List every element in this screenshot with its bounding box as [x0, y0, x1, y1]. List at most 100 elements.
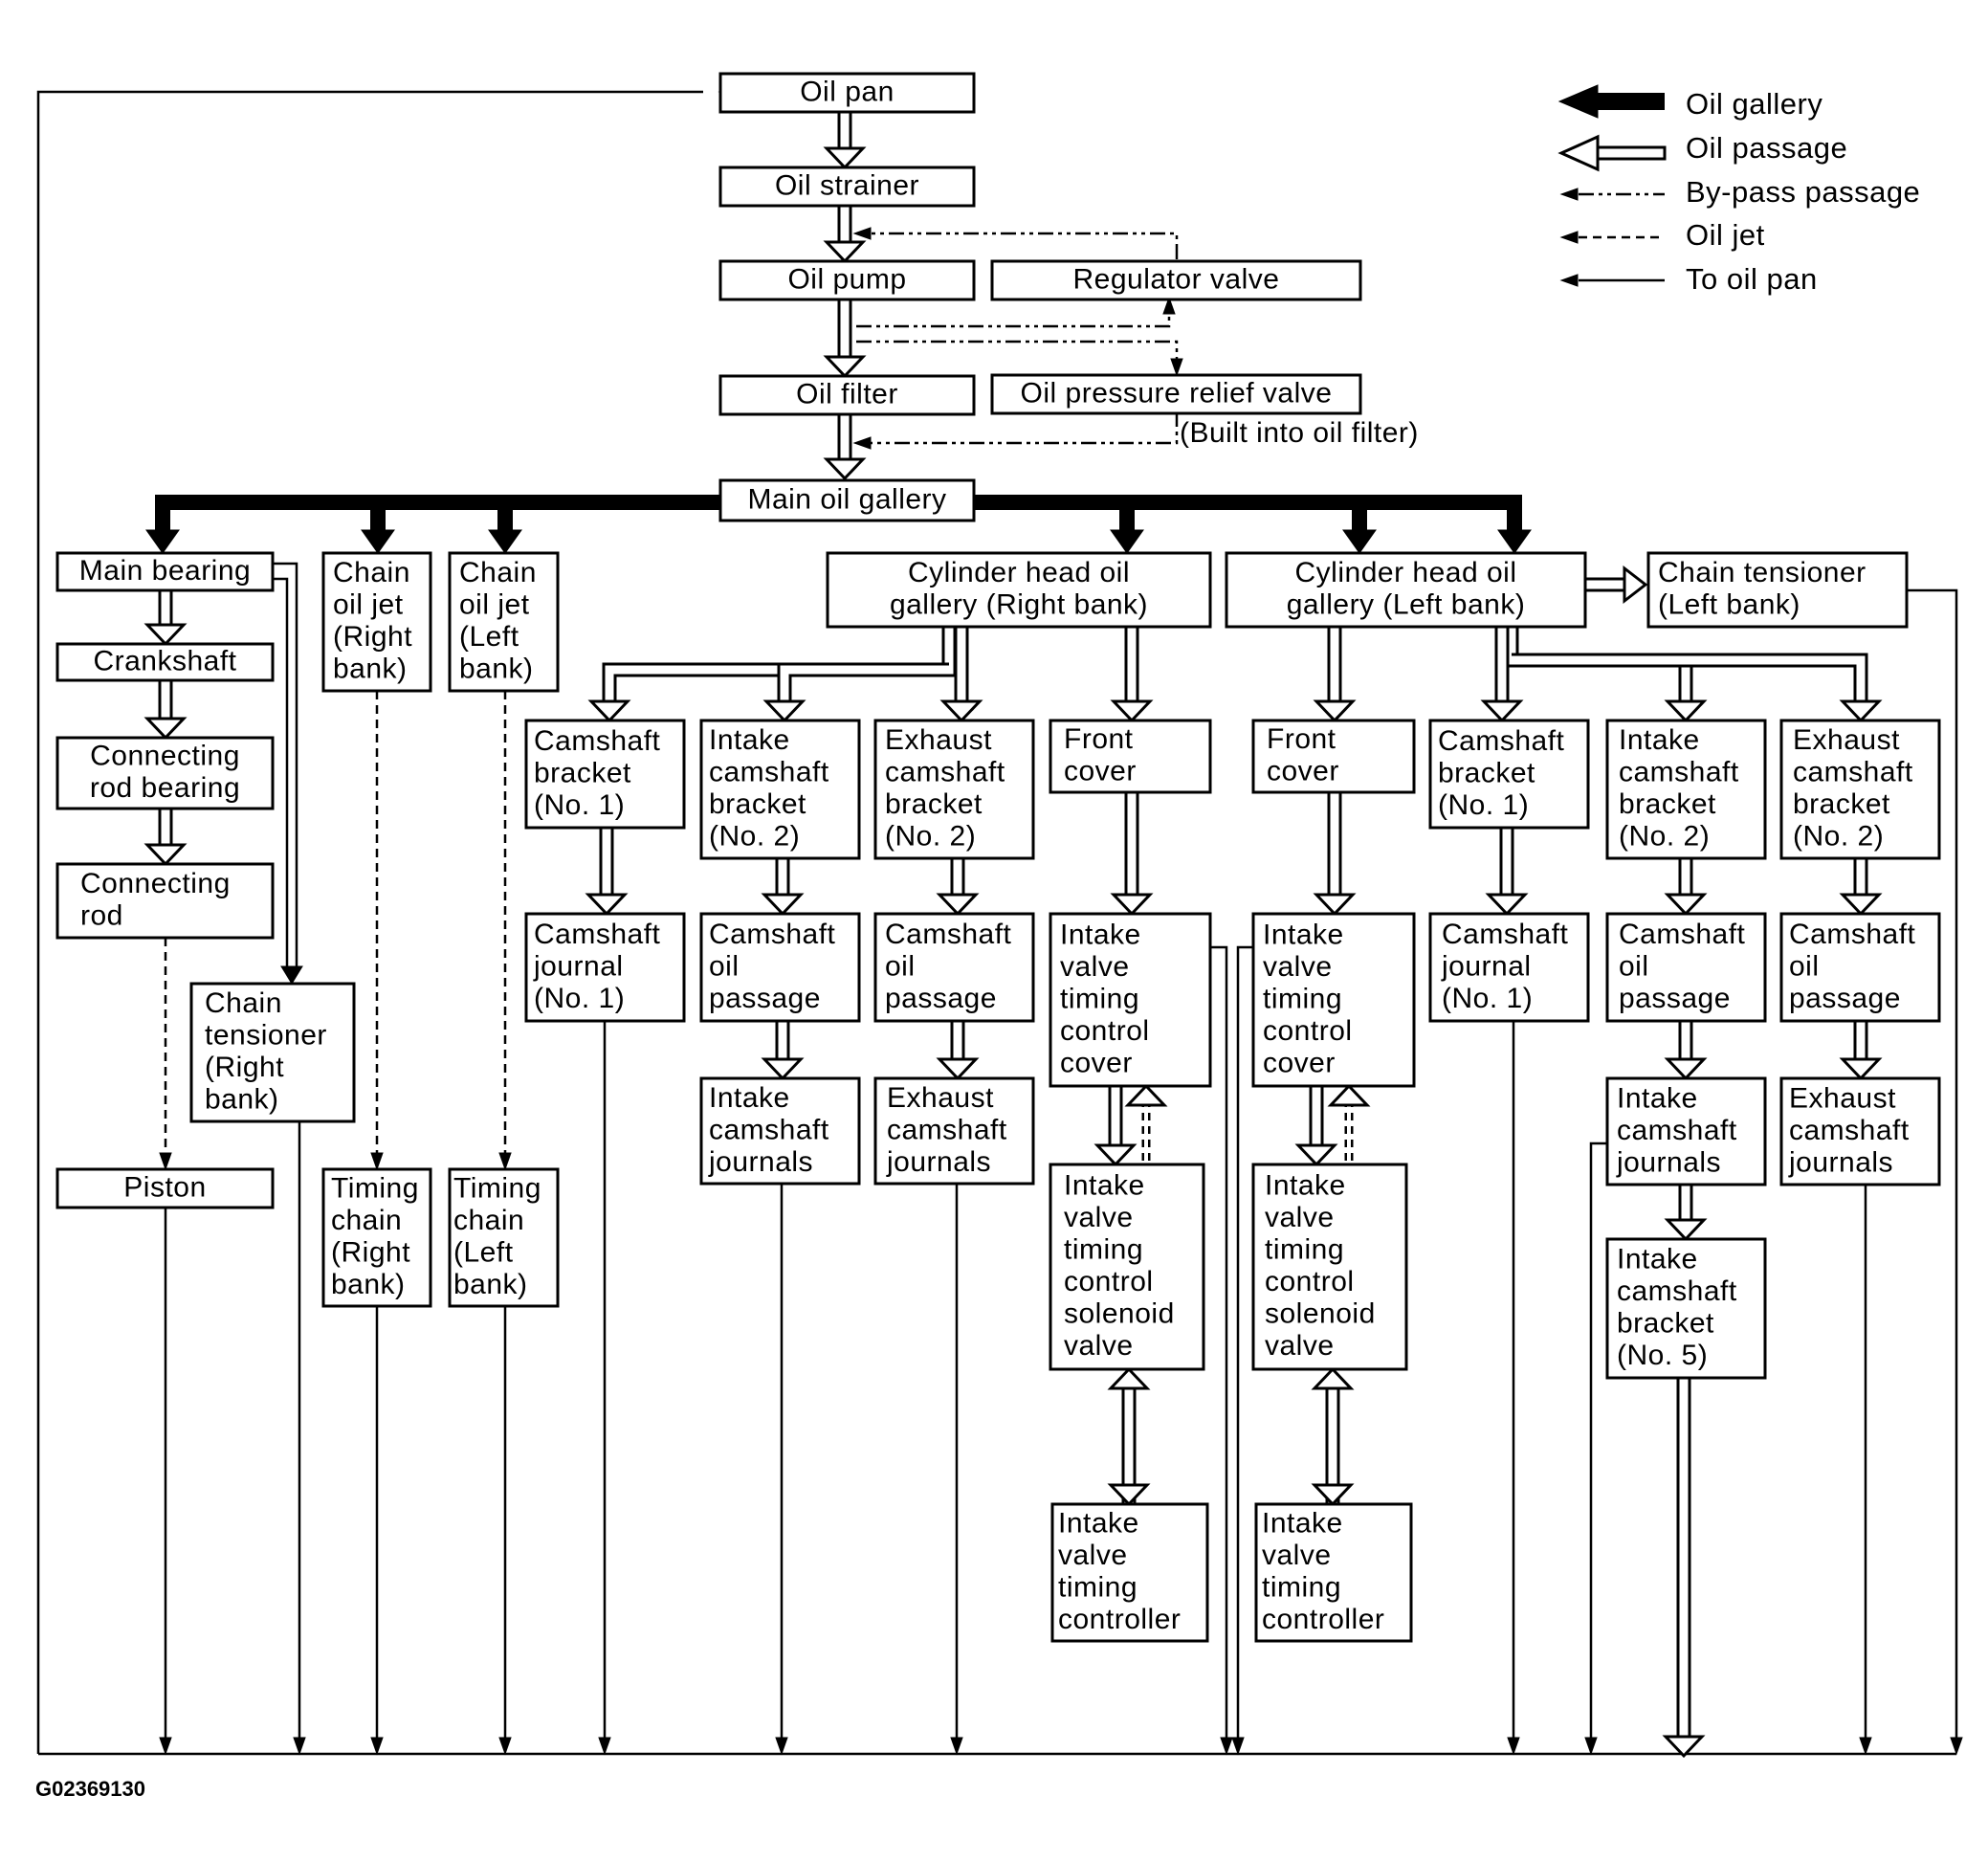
left-exhaust-cam-journals-box-line-1: Exhaust [1789, 1082, 1896, 1114]
passage-arrowhead [1313, 699, 1357, 723]
conrod-box-line-1: Connecting [80, 868, 231, 899]
right-intake-cam-oil-passage-box-line-3: passage [709, 983, 821, 1014]
relief-valve-box: Oil pressure relief valve [990, 373, 1362, 415]
line-arrowhead [950, 1737, 963, 1756]
right-exhaust-cam-bracket-2-box-line-2: camshaft [885, 757, 1005, 788]
gallery-arrowhead [145, 529, 180, 554]
main-bearing-box-line-1: Main bearing [79, 555, 251, 587]
chain-oil-jet-left-box-line-4: bank) [459, 654, 534, 685]
line-arrowhead [775, 1737, 788, 1756]
timing-chain-left-box-frame [448, 1167, 560, 1308]
gallery-arrowhead [1342, 529, 1377, 554]
right-ivt-control-cover-box-line-5: cover [1060, 1047, 1133, 1078]
right-ivt-solenoid-valve-box-line-4: control [1064, 1266, 1154, 1297]
head-gallery-right-box-frame [826, 551, 1212, 629]
return-line [1210, 945, 1228, 1741]
right-exhaust-cam-bracket-2-box-line-1: Exhaust [885, 724, 992, 756]
chain-tensioner-right-box-line-4: bank) [205, 1084, 279, 1116]
right-camshaft-journal-1-box-frame [524, 912, 686, 1023]
right-ivt-control-cover-box-line-4: control [1060, 1015, 1150, 1047]
oil-pump-box-frame [718, 259, 976, 301]
main-bearing-box-frame [55, 551, 275, 592]
passage-arrowhead [587, 699, 631, 723]
chain-tensioner-left-box-frame [1646, 551, 1909, 629]
passage-arrowhead [1664, 893, 1708, 917]
oil-pump-box: Oil pump [718, 259, 976, 301]
left-intake-cam-journals-box-frame [1605, 1076, 1767, 1186]
right-exhaust-cam-bracket-2-box-frame [873, 719, 1035, 860]
left-intake-cam-bracket-5-box-line-2: camshaft [1617, 1275, 1737, 1307]
right-intake-cam-journals-box-frame [699, 1076, 861, 1186]
left-ivt-control-cover-box-line-3: timing [1263, 983, 1342, 1014]
line-arrowhead [1559, 188, 1579, 201]
chain-oil-jet-left-box-frame [448, 551, 560, 693]
conrod-bearing-box-line-1: Connecting [90, 741, 240, 772]
right-ivt-solenoid-valve-box-line-5: solenoid [1064, 1298, 1175, 1330]
passage-arrowhead [1311, 1483, 1355, 1507]
right-ivt-solenoid-valve-box-frame [1049, 1163, 1205, 1371]
passage-arrowhead [939, 699, 983, 723]
right-exhaust-cam-oil-passage-box-line-3: passage [885, 983, 997, 1014]
legend-to-oil-pan-label: To oil pan [1686, 262, 1818, 296]
relief-bypass-line [866, 411, 1179, 445]
oil-pan-box: Oil pan [718, 72, 976, 114]
chain-oil-jet-left-box-line-1: Chain [459, 557, 537, 588]
timing-chain-left-box-line-3: (Left [453, 1237, 514, 1269]
left-exhaust-cam-journals-box-frame [1779, 1076, 1941, 1186]
timing-chain-right-box-line-3: (Right [331, 1237, 410, 1269]
right-ivt-solenoid-valve-box-line-6: valve [1064, 1330, 1134, 1362]
main-bearing-box: Main bearing [55, 551, 275, 592]
right-exhaust-cam-bracket-2-box-line-4: (No. 2) [885, 821, 976, 853]
left-ivt-solenoid-valve-box-line-4: control [1265, 1266, 1355, 1297]
left-camshaft-bracket-1-box-line-2: bracket [1438, 757, 1535, 788]
chain-tensioner-left-box-line-1: Chain tensioner [1658, 557, 1867, 588]
passage-arrowhead [144, 717, 188, 741]
left-intake-cam-bracket-2-box-line-3: bracket [1619, 788, 1716, 820]
passage-arrowhead [761, 893, 805, 917]
left-exhaust-cam-journals-box-line-2: camshaft [1789, 1115, 1910, 1146]
passage-arrowhead [1664, 699, 1708, 723]
right-ivt-control-cover-box-line-2: valve [1060, 951, 1130, 983]
right-ivt-control-cover-box-frame [1049, 912, 1212, 1088]
chain-oil-jet-right-box-frame [321, 551, 432, 693]
passage-arrowhead [1664, 1218, 1708, 1242]
left-ivt-solenoid-valve-box-line-6: valve [1265, 1330, 1335, 1362]
regulator-valve-box: Regulator valve [990, 259, 1362, 301]
line-arrowhead [1859, 1737, 1872, 1756]
right-ivt-controller-box-line-2: valve [1058, 1540, 1128, 1571]
right-front-cover-box-line-1: Front [1064, 723, 1134, 755]
right-ivt-controller-box-line-1: Intake [1058, 1508, 1139, 1540]
left-intake-cam-bracket-5-box-frame [1605, 1237, 1767, 1380]
left-intake-cam-journals-box-line-3: journals [1616, 1146, 1721, 1178]
oil-pan-box-line-1: Oil pan [800, 76, 895, 107]
left-intake-cam-bracket-2-box-frame [1605, 719, 1767, 860]
timing-chain-right-box-line-1: Timing [331, 1173, 419, 1205]
line-arrowhead [1507, 1737, 1520, 1756]
passage-arrowhead [1294, 1143, 1338, 1167]
line-arrowhead [598, 1737, 611, 1756]
left-exhaust-cam-bracket-2-box-line-2: camshaft [1793, 757, 1913, 788]
timing-chain-left-box-line-2: chain [453, 1205, 524, 1236]
legend-oil-gallery-symbol [1596, 93, 1665, 110]
left-exhaust-cam-bracket-2-box-line-4: (No. 2) [1793, 821, 1884, 853]
right-camshaft-journal-1-box-line-3: (No. 1) [534, 983, 625, 1014]
right-intake-cam-journals-box-line-2: camshaft [709, 1114, 829, 1145]
passage-arrowhead [1093, 1143, 1138, 1167]
left-intake-cam-oil-passage-box-line-3: passage [1619, 983, 1731, 1014]
oil-strainer-box-frame [718, 166, 976, 208]
oil-filter-box: Oil filter [718, 374, 976, 416]
right-ivt-control-cover-box-line-1: Intake [1060, 919, 1141, 950]
left-intake-cam-bracket-5-box-line-1: Intake [1617, 1244, 1698, 1275]
left-ivt-control-cover-box-line-4: control [1263, 1015, 1353, 1047]
left-ivt-solenoid-valve-box-frame [1251, 1163, 1408, 1371]
left-camshaft-bracket-1-box-line-3: (No. 1) [1438, 789, 1529, 821]
main-oil-gallery-box: Main oil gallery [718, 478, 976, 522]
